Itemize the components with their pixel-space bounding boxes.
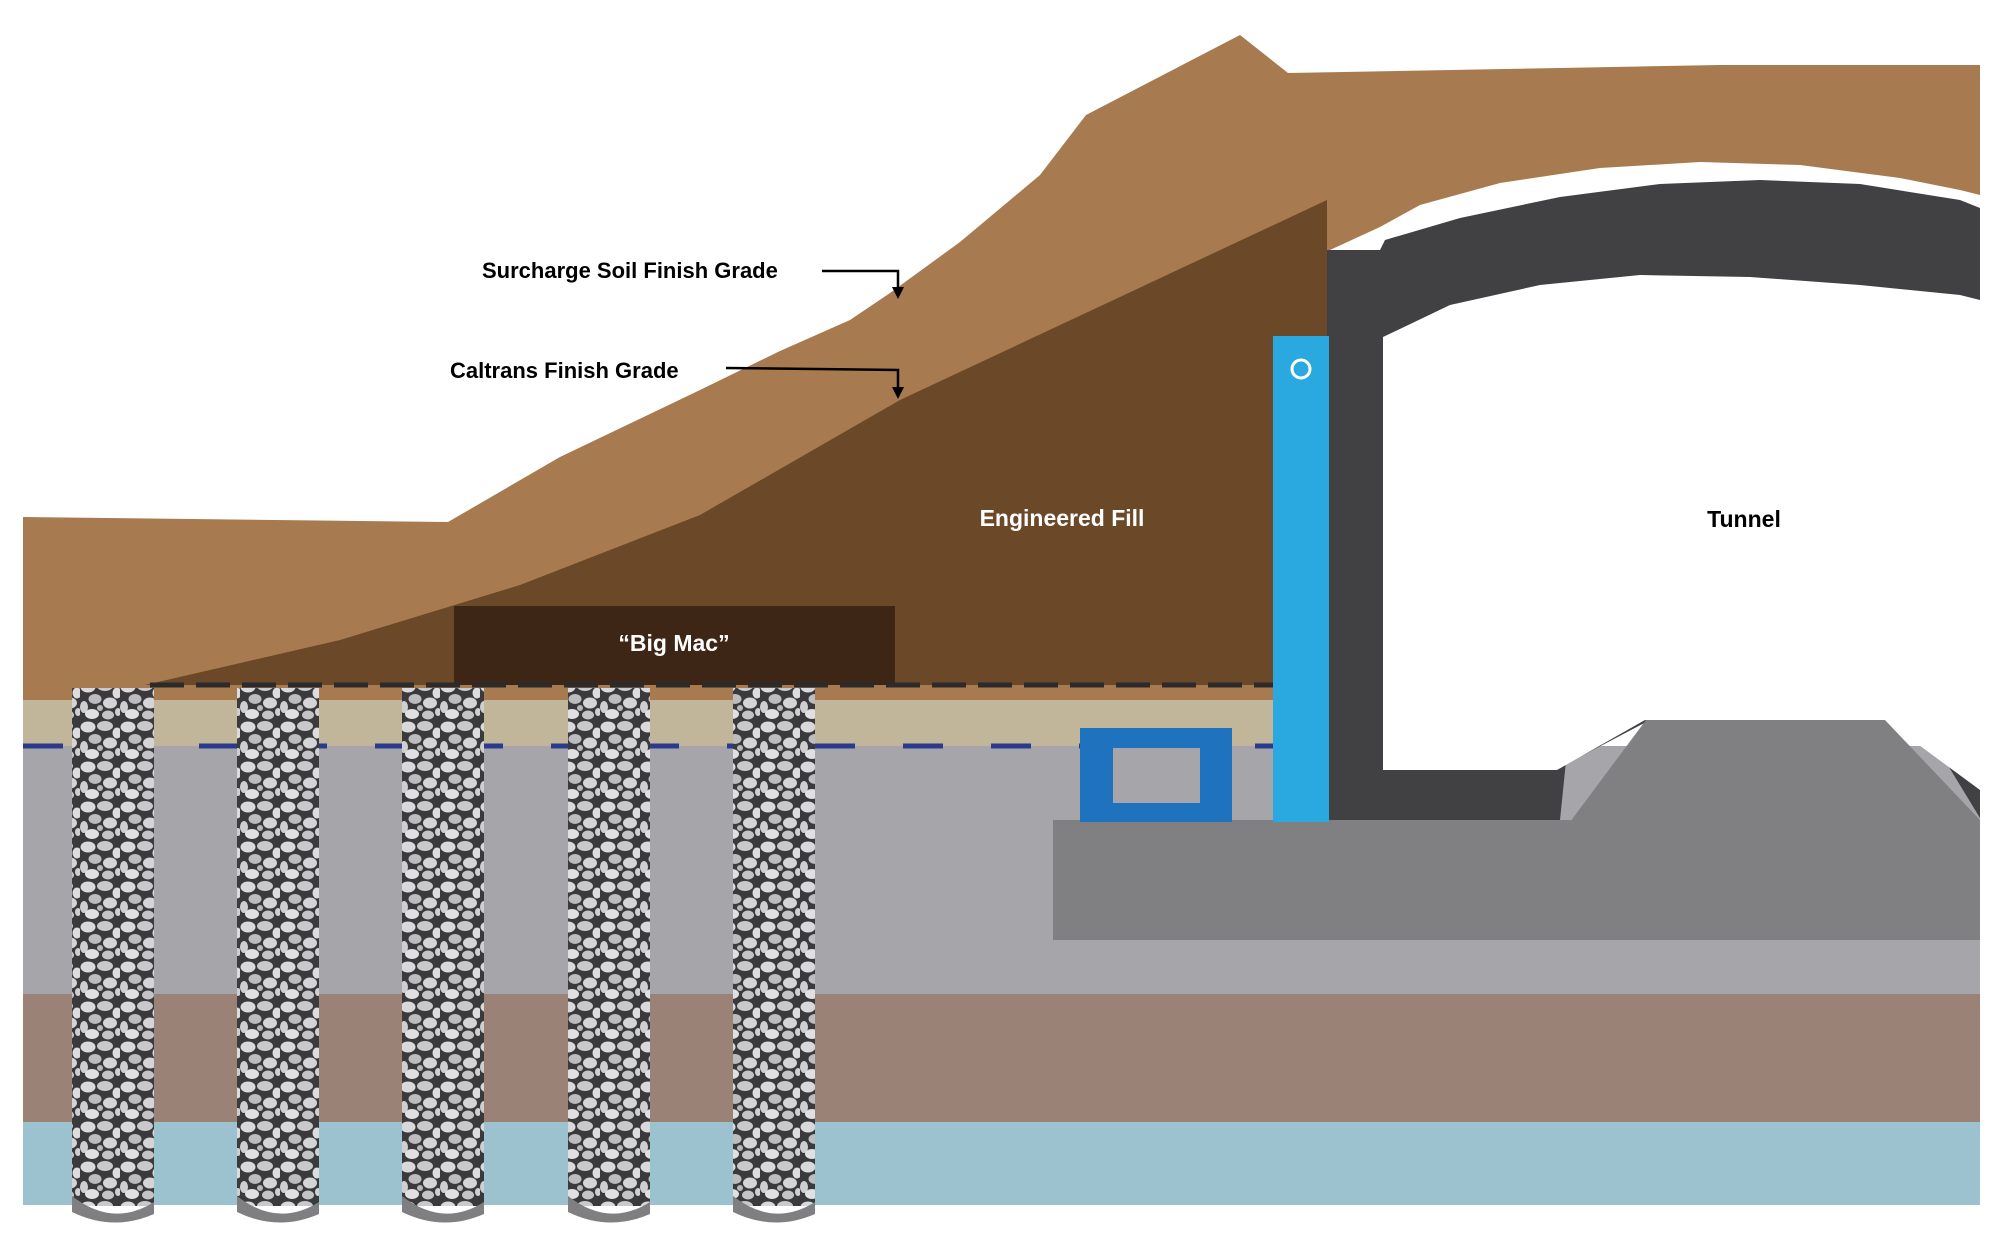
surcharge-grade-label: Surcharge Soil Finish Grade: [482, 258, 778, 283]
blue-box-inner: [1113, 748, 1200, 803]
stone-column: [237, 688, 319, 1223]
tunnel-label: Tunnel: [1707, 506, 1781, 532]
foundation-slab: [1053, 820, 1980, 940]
engineered-fill: [145, 200, 1327, 685]
stone-columns: [72, 688, 815, 1223]
wall-drain-circle: [1290, 358, 1312, 380]
caltrans-grade-label: Caltrans Finish Grade: [450, 358, 679, 383]
brown-lower-layer: [23, 994, 1980, 1122]
stone-column: [733, 688, 815, 1223]
surcharge-grade-leader: [822, 269, 904, 299]
tunnel-invert-slab: [1570, 720, 1980, 822]
stone-column: [568, 688, 650, 1223]
blue-retaining-wall: [1273, 336, 1329, 822]
big-mac-label: “Big Mac”: [618, 630, 729, 656]
blue-bottom-layer: [23, 1122, 1980, 1205]
big-mac-block: [454, 606, 895, 685]
stone-column: [72, 688, 154, 1223]
stone-column: [402, 688, 484, 1223]
engineered-fill-label: Engineered Fill: [980, 505, 1145, 531]
caltrans-grade-leader: [725, 366, 904, 399]
tunnel-interior: [1383, 275, 1980, 790]
